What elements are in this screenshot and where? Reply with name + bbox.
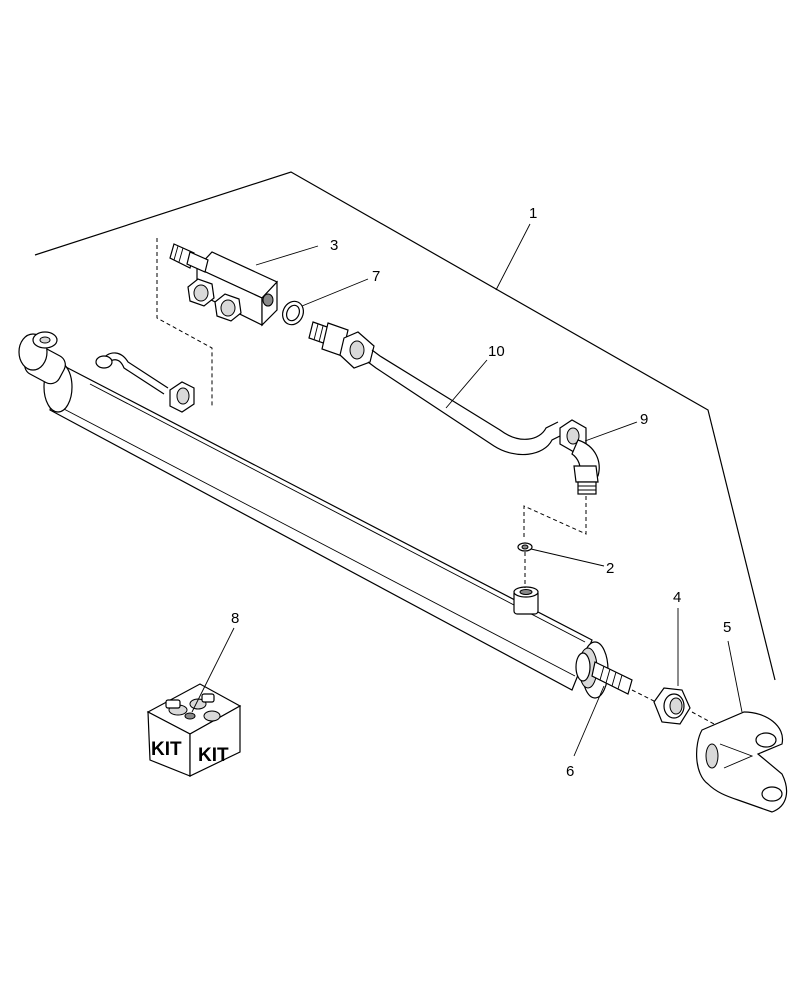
callout-7: 7 bbox=[372, 268, 380, 285]
clevis bbox=[696, 711, 788, 813]
callout-2: 2 bbox=[606, 560, 614, 577]
kit-box: KIT KIT bbox=[146, 683, 242, 777]
callout-6: 6 bbox=[566, 763, 574, 780]
callout-3: 3 bbox=[330, 237, 338, 254]
hydraulic-tube bbox=[308, 321, 565, 456]
callouts: 1 2 3 4 5 6 7 8 9 10 bbox=[231, 205, 731, 780]
assembly-bracket-line bbox=[34, 171, 776, 681]
seal-washer bbox=[517, 542, 533, 588]
hex-nut bbox=[631, 687, 715, 725]
valve-block bbox=[156, 238, 279, 408]
callout-5: 5 bbox=[723, 619, 731, 636]
kit-label-left: KIT bbox=[151, 739, 182, 760]
kit-fittings bbox=[165, 693, 221, 722]
callout-10: 10 bbox=[488, 343, 505, 360]
kit-label-right: KIT bbox=[198, 745, 229, 766]
callout-8: 8 bbox=[231, 610, 239, 627]
callout-4: 4 bbox=[673, 589, 681, 606]
hydraulic-cylinder bbox=[18, 331, 633, 699]
callout-1: 1 bbox=[529, 205, 537, 222]
elbow-fitting bbox=[523, 419, 600, 540]
o-ring bbox=[282, 300, 304, 326]
leader-lines bbox=[191, 223, 743, 757]
callout-9: 9 bbox=[640, 411, 648, 428]
